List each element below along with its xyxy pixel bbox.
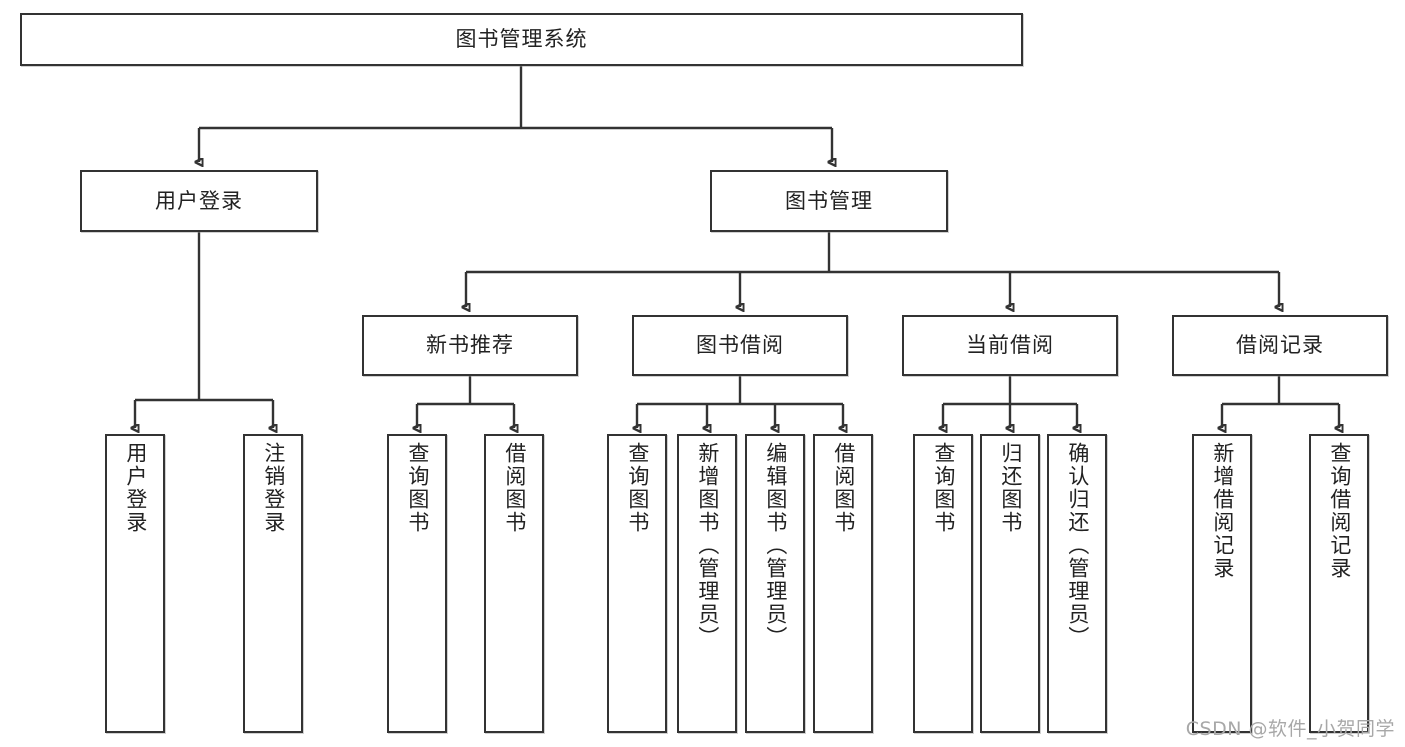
watermark: CSDN @软件_小贺同学 — [1185, 718, 1395, 740]
node-leaf-user-login[interactable]: 用户登录 — [105, 434, 165, 733]
node-leaf-current-return[interactable]: 归还图书 — [980, 434, 1040, 733]
node-leaf-current-query[interactable]: 查询图书 — [913, 434, 973, 733]
node-label: 借阅记录 — [1236, 333, 1324, 358]
node-leaf-user-logout[interactable]: 注销登录 — [243, 434, 303, 733]
node-new-book-recommend[interactable]: 新书推荐 — [362, 315, 578, 376]
node-label: 注销登录 — [261, 442, 286, 534]
node-leaf-borrow-borrow-book[interactable]: 借阅图书 — [813, 434, 873, 733]
node-root-system[interactable]: 图书管理系统 — [20, 13, 1023, 66]
node-label: 归还图书 — [998, 442, 1023, 534]
node-user-login[interactable]: 用户登录 — [80, 170, 318, 232]
node-label: 查询借阅记录 — [1327, 442, 1352, 580]
node-label: 查询图书 — [405, 442, 430, 534]
node-leaf-record-add[interactable]: 新增借阅记录 — [1192, 434, 1252, 733]
node-leaf-borrow-add-book[interactable]: 新增图书（管理员） — [677, 434, 737, 733]
node-label: 新书推荐 — [426, 333, 514, 358]
node-leaf-borrow-query[interactable]: 查询图书 — [607, 434, 667, 733]
node-label: 图书管理 — [785, 188, 873, 213]
node-label: 借阅图书 — [502, 442, 527, 534]
node-label: 当前借阅 — [966, 333, 1054, 358]
node-label: 图书管理系统 — [455, 27, 588, 52]
node-label: 确认归还（管理员） — [1065, 442, 1090, 649]
node-label: 用户登录 — [123, 442, 148, 534]
node-leaf-newbook-query[interactable]: 查询图书 — [387, 434, 447, 733]
node-borrow-record[interactable]: 借阅记录 — [1172, 315, 1388, 376]
node-label: 新增图书（管理员） — [695, 442, 720, 649]
node-label: 编辑图书（管理员） — [763, 442, 788, 649]
node-label: 用户登录 — [155, 188, 243, 213]
node-label: 查询图书 — [931, 442, 956, 534]
node-book-management[interactable]: 图书管理 — [710, 170, 948, 232]
node-label: 图书借阅 — [696, 333, 784, 358]
node-label: 新增借阅记录 — [1210, 442, 1235, 580]
node-leaf-borrow-edit-book[interactable]: 编辑图书（管理员） — [745, 434, 805, 733]
node-leaf-record-query[interactable]: 查询借阅记录 — [1309, 434, 1369, 733]
node-leaf-newbook-borrow[interactable]: 借阅图书 — [484, 434, 544, 733]
node-leaf-current-confirm-return[interactable]: 确认归还（管理员） — [1047, 434, 1107, 733]
node-book-borrow[interactable]: 图书借阅 — [632, 315, 848, 376]
node-label: 查询图书 — [625, 442, 650, 534]
node-label: 借阅图书 — [831, 442, 856, 534]
node-current-borrow[interactable]: 当前借阅 — [902, 315, 1118, 376]
